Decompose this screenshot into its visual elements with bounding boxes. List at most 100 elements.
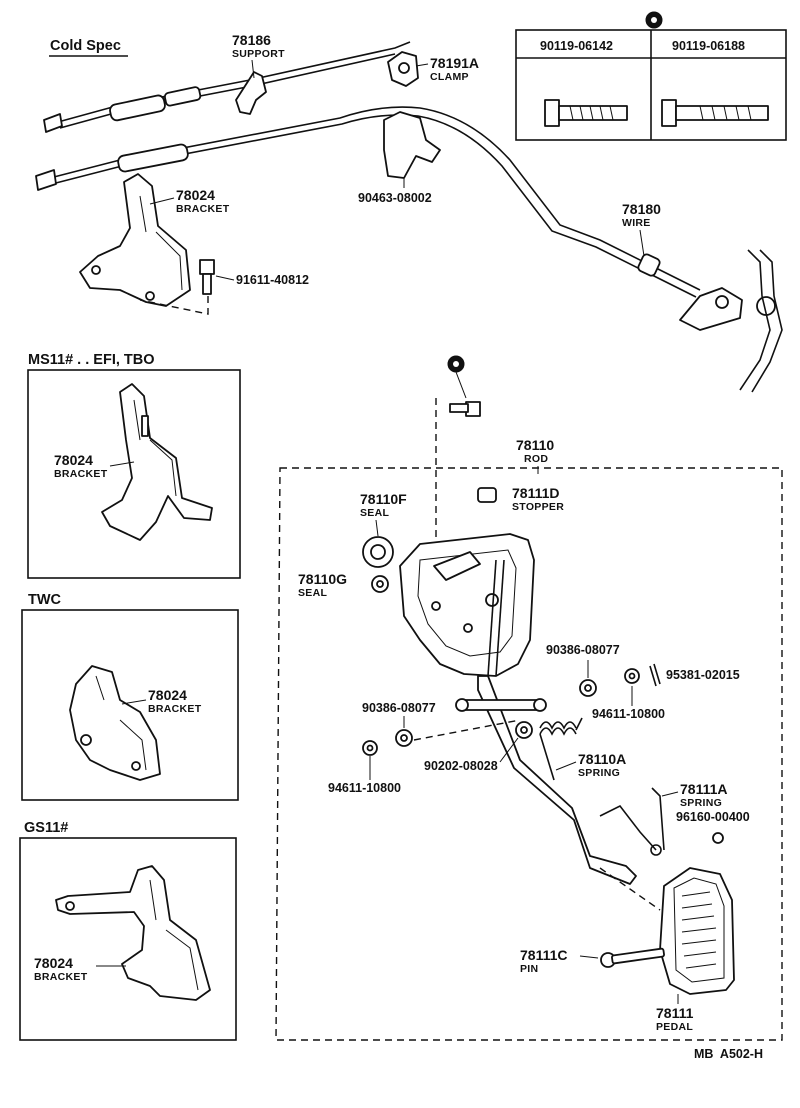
part-number-90386-right: 90386-08077: [546, 643, 620, 657]
leader-mount-bolt: [455, 371, 467, 399]
washer-90202-part: [515, 721, 533, 739]
support-part: [235, 71, 267, 115]
leader-78191a: [415, 63, 429, 67]
part-number-78024-main: 78024: [176, 187, 215, 203]
part-number-91611: 91611-40812: [236, 273, 309, 287]
pedal-arm-part: [477, 559, 637, 885]
nut-96160-part: [712, 832, 724, 844]
bushing-right-part: [579, 679, 597, 697]
dash-91611: [139, 296, 209, 315]
bolt-icon-06142: [544, 99, 628, 127]
pedal-pad-part: [659, 867, 735, 995]
spring-78110a-part: [539, 717, 583, 781]
part-number-78024-gs11: 78024: [34, 955, 73, 971]
leader-91611: [215, 275, 235, 281]
part-number-78111c: 78111C: [520, 947, 568, 963]
dash-pedal: [599, 867, 661, 911]
part-name-pedal: PEDAL: [656, 1021, 693, 1033]
part-name-bracket-twc: BRACKET: [148, 703, 202, 715]
non-reusable-marker-pedal: [447, 355, 465, 373]
main-cable: [35, 106, 701, 298]
part-name-bracket-main: BRACKET: [176, 203, 230, 215]
cold-spec-heading: Cold Spec: [50, 38, 121, 54]
leader-78024-main: [149, 197, 175, 205]
leader-78111a: [661, 791, 679, 797]
part-name-spring-78111a: SPRING: [680, 797, 722, 809]
seal-78110f-part: [362, 536, 394, 568]
ms11-inset-box: [27, 369, 241, 579]
part-number-78110g: 78110G: [298, 571, 347, 587]
stopper-part: [477, 487, 497, 503]
leader-78186: [251, 59, 255, 79]
non-reusable-marker-top: [645, 11, 663, 29]
part-number-78180: 78180: [622, 201, 661, 217]
twc-bracket-part: [69, 665, 161, 781]
bolt-91611-part: [199, 259, 215, 295]
cotter-pin-part: [649, 663, 661, 687]
part-number-78110: 78110: [516, 437, 554, 453]
pedal-bracket-part: [399, 533, 535, 677]
leader-78110f: [375, 519, 379, 537]
cold-spec-cable: [43, 41, 411, 133]
part-name-seal-g: SEAL: [298, 587, 327, 599]
ms11-bracket-part: [101, 383, 213, 541]
dash-shaft: [413, 719, 521, 741]
part-number-78024-ms11: 78024: [54, 452, 93, 468]
part-name-clamp: CLAMP: [430, 71, 469, 83]
part-number-78110a: 78110A: [578, 751, 626, 767]
part-name-spring-a: SPRING: [578, 767, 620, 779]
part-number-78111a: 78111A: [680, 781, 728, 797]
bolt-table-col1: 90119-06142: [540, 39, 613, 53]
pedal-assembly-box: [275, 467, 783, 1041]
part-name-wire: WIRE: [622, 217, 651, 229]
leader-78110a: [555, 761, 577, 771]
part-number-90386-left: 90386-08077: [362, 701, 436, 715]
part-number-96160: 96160-00400: [676, 810, 750, 824]
part-number-78024-twc: 78024: [148, 687, 187, 703]
part-number-90463: 90463-08002: [358, 191, 432, 205]
leader-78180: [639, 229, 645, 257]
gs11-heading: GS11#: [24, 820, 68, 836]
part-number-78111d: 78111D: [512, 485, 560, 501]
throttle-linkage-part: [679, 249, 783, 393]
figure-code: MB A502-H: [694, 1047, 763, 1061]
leader-78111c: [579, 955, 599, 959]
part-name-stopper: STOPPER: [512, 501, 564, 513]
washer-right-part: [624, 668, 640, 684]
twc-heading: TWC: [28, 592, 62, 608]
washer-left-part: [362, 740, 378, 756]
bolt-table-col2: 90119-06188: [672, 39, 745, 53]
part-number-94611-right: 94611-10800: [592, 707, 665, 721]
ms11-heading: MS11# . . EFI, TBO: [28, 352, 155, 368]
pedal-mount-bolt-part: [449, 401, 481, 417]
leader-90202: [499, 737, 519, 763]
gs11-inset-box: [19, 837, 237, 1041]
part-number-78186: 78186: [232, 32, 271, 48]
part-name-seal-f: SEAL: [360, 507, 389, 519]
part-name-rod: ROD: [524, 453, 548, 465]
part-number-95381: 95381-02015: [666, 668, 740, 682]
cable-clamp-part: [383, 111, 441, 179]
seal-78110g-part: [371, 575, 389, 593]
bushing-left-part: [395, 729, 413, 747]
twc-inset-box: [21, 609, 239, 801]
part-number-78110f: 78110F: [360, 491, 407, 507]
part-name-pin: PIN: [520, 963, 538, 975]
spring-78111a-part: [599, 787, 665, 856]
cross-shaft-part: [455, 698, 547, 712]
gs11-bracket-part: [55, 865, 211, 1001]
part-number-78111: 78111: [656, 1005, 694, 1021]
part-number-94611-left: 94611-10800: [328, 781, 401, 795]
main-bracket-part: [79, 173, 191, 307]
leader-78024-ms11: [109, 461, 135, 467]
clamp-upper-part: [387, 51, 419, 87]
part-name-bracket-ms11: BRACKET: [54, 468, 108, 480]
part-name-bracket-gs11: BRACKET: [34, 971, 88, 983]
bolt-icon-06188: [661, 99, 769, 127]
pin-78111c-part: [600, 947, 665, 968]
bolt-table: 90119-06142 90119-06188: [515, 29, 787, 141]
part-number-78191a: 78191A: [430, 55, 479, 71]
part-name-support: SUPPORT: [232, 48, 285, 60]
part-number-90202: 90202-08028: [424, 759, 498, 773]
